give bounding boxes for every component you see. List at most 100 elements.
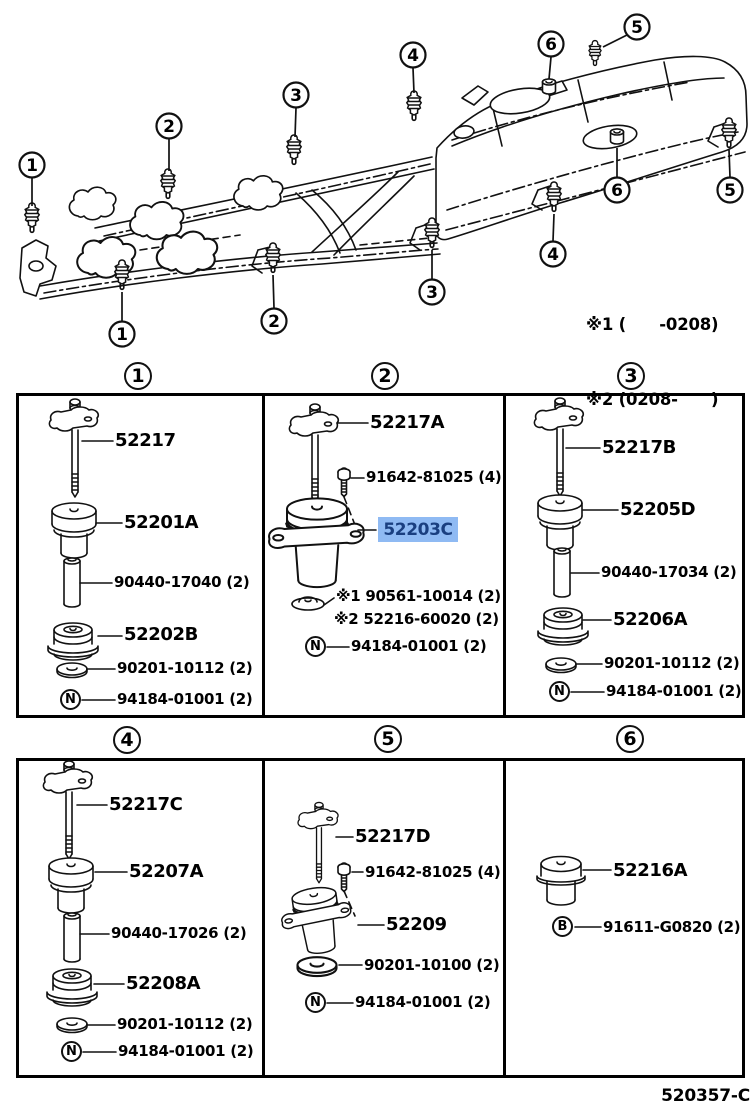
cab-mount-icon: [276, 882, 358, 960]
n-circle-symbol: N: [61, 1041, 82, 1062]
callout-2: 2: [260, 274, 288, 335]
highlighted-part-number[interactable]: 52203C: [378, 517, 458, 542]
symbol-letter: N: [554, 684, 565, 699]
mount-bolt-icon: [720, 117, 738, 149]
cab-cushion-icon: [48, 857, 94, 914]
panel-number-text: 2: [378, 365, 392, 387]
part-number-label: 94184-01001 (2): [606, 682, 742, 700]
n-circle-symbol: N: [60, 689, 81, 710]
mount-bolt-icon: [23, 202, 41, 234]
note-prefix: ※1: [336, 587, 366, 605]
callout-6: 6: [603, 148, 631, 204]
n-circle-symbol: N: [549, 681, 570, 702]
svg-text:2: 2: [268, 312, 280, 332]
n-circle-symbol: N: [305, 992, 326, 1013]
spacer-tube-icon: [553, 547, 571, 598]
panel-2-number: 2: [371, 362, 399, 390]
svg-text:4: 4: [407, 46, 419, 66]
lower-cushion-icon: [47, 622, 99, 661]
anchor-bolt-icon: [297, 801, 339, 884]
part-number-label: 91642-81025 (4): [365, 863, 501, 881]
part-number-label: 52207A: [129, 861, 204, 882]
callout-4: 4: [539, 213, 567, 268]
svg-text:5: 5: [631, 18, 643, 38]
small-bolt-icon: [337, 467, 351, 498]
svg-text:2: 2: [163, 117, 175, 137]
part-number-label: 52217B: [602, 437, 676, 458]
part-number-text: 52216-60020 (2): [363, 610, 499, 628]
panel-number-text: 4: [120, 729, 134, 751]
cab-cushion-icon: [51, 502, 97, 559]
part-number-label: 52202B: [124, 624, 198, 645]
part-number-label: 52201A: [124, 512, 199, 533]
part-number-label: 94184-01001 (2): [351, 637, 487, 655]
mount-bolt-icon: [285, 134, 303, 166]
panel-2: 52217A 91642-81025 (4) 52203C ※1 90561-1…: [262, 393, 503, 712]
grid-divider: [503, 396, 506, 715]
symbol-letter: B: [557, 919, 568, 934]
grid-divider: [262, 396, 265, 715]
part-number-label: 52217C: [109, 794, 183, 815]
part-number-label: 52217A: [370, 412, 445, 433]
cab-cushion-icon: [537, 494, 583, 551]
callout-1: 1: [108, 292, 136, 348]
svg-text:5: 5: [724, 181, 736, 201]
svg-text:1: 1: [26, 156, 38, 176]
callout-2: 2: [155, 112, 183, 171]
part-number-label: 52216A: [613, 860, 688, 881]
grid-divider: [503, 761, 506, 1075]
mount-cushion-icon: [541, 78, 557, 95]
part-number-label: 52209: [386, 914, 447, 935]
panel-5-art: [276, 801, 385, 1004]
part-number-label: 52205D: [620, 499, 696, 520]
callout-4: 4: [399, 41, 427, 94]
panel-2-art: [267, 403, 377, 648]
part-number-label: 94184-01001 (2): [355, 993, 491, 1011]
panel-number-text: 5: [381, 728, 395, 750]
panel-number-text: 6: [623, 728, 637, 750]
part-number-label: 90201-10100 (2): [364, 956, 500, 974]
part-number-label: 94184-01001 (2): [118, 1042, 254, 1060]
panel-6-number: 6: [616, 725, 644, 753]
washer-icon: [296, 956, 338, 978]
panel-5: 52217D 91642-81025 (4) 52209 90201-10100…: [262, 758, 503, 1072]
n-circle-symbol: N: [305, 636, 326, 657]
washer-icon: [545, 657, 577, 674]
mount-bolt-icon: [588, 39, 602, 67]
symbol-letter: N: [66, 1044, 77, 1059]
part-number-label: 90440-17026 (2): [111, 924, 247, 942]
panel-4-art: [42, 760, 128, 1053]
symbol-letter: N: [310, 639, 321, 654]
anchor-bolt-icon: [48, 398, 100, 498]
panel-number-text: 1: [131, 365, 145, 387]
frame-artwork: [19, 55, 748, 300]
lower-cushion-icon: [537, 607, 589, 646]
panel-6: 52216A B 91611-G0820 (2): [503, 758, 745, 1072]
part-number-label: 52217D: [355, 826, 431, 847]
anchor-bolt-icon: [533, 397, 585, 497]
spacer-tube-icon: [63, 557, 81, 608]
cab-cushion-icon: [536, 855, 586, 906]
part-number-label: 91642-81025 (4): [366, 468, 502, 486]
note-prefix: ※2: [334, 610, 364, 628]
panel-3-art: [533, 397, 619, 693]
part-number-label: 90201-10112 (2): [117, 1015, 253, 1033]
symbol-letter: N: [65, 692, 76, 707]
mount-cushion-icon: [609, 128, 625, 145]
part-number-text: 90561-10014 (2): [365, 587, 501, 605]
panel-5-number: 5: [374, 725, 402, 753]
grommet-icon: [291, 596, 325, 611]
panel-1: 52217 52201A 90440-17040 (2) 52202B 9020…: [16, 393, 262, 712]
panel-number-text: 3: [624, 365, 638, 387]
part-number-label: 52206A: [613, 609, 688, 630]
part-number-label: 91611-G0820 (2): [603, 918, 741, 936]
washer-icon: [56, 1017, 88, 1034]
panel-6-art: [536, 855, 612, 928]
part-number-label: 90440-17040 (2): [114, 573, 250, 591]
symbol-letter: N: [310, 995, 321, 1010]
mount-bolt-icon: [160, 168, 176, 200]
panel-1-art: [47, 398, 123, 701]
parts-grid-row-2: [16, 758, 745, 1078]
panel-1-number: 1: [124, 362, 152, 390]
